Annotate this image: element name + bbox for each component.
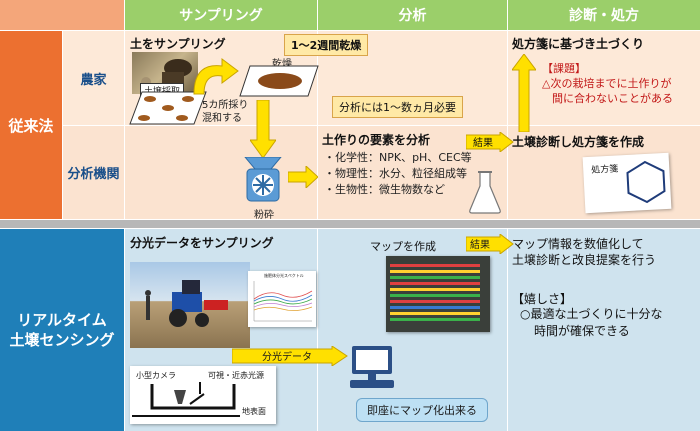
analysis-duration-callout: 分析には1～数ヵ月必要 (332, 96, 463, 118)
ground-surface-label: 地表面 (242, 407, 266, 416)
issue-title: 【課題】 (542, 62, 586, 75)
sample-soil-title: 土をサンプリング (130, 37, 226, 51)
issue-text: △次の栽培までに土作りが 間に合わないことがある (542, 76, 673, 107)
drying-tray-graphic (239, 65, 319, 97)
lab-row-label: 分析機関 (63, 126, 124, 219)
arrow-to-analysis (288, 166, 318, 188)
joy-title: 【嬉しさ】 (512, 292, 573, 306)
realtime-result-tag: 結果 (470, 240, 490, 251)
tractor-field-photo (130, 262, 250, 348)
traditional-method-label: 従来法 (0, 31, 62, 219)
five-spots-line2: 混和する (202, 112, 242, 124)
issue-line2: 間に合わないことがある (552, 92, 673, 106)
header-diagnosis: 診断・処方 (508, 0, 700, 30)
instant-map-callout: 即座にマップ化出来る (356, 398, 488, 422)
crusher-icon (244, 157, 282, 202)
digitize-line1: マップ情報を数値化して (512, 237, 644, 251)
cell-realtime-diagnosis (508, 229, 700, 431)
map-creation-title: マップを作成 (370, 240, 436, 253)
elements-analysis-title: 土作りの要素を分析 (322, 133, 431, 147)
joy-line1: ○最適な土づくりに十分な (520, 307, 663, 321)
section-divider (0, 220, 700, 228)
diagnosis-prescription-title: 土壌診断し処方箋を作成 (512, 135, 645, 149)
realtime-label-line1: リアルタイム (17, 310, 107, 329)
spectral-curves (253, 281, 313, 322)
realtime-label-line2: 土壌センシング (9, 331, 115, 349)
camera-label: 小型カメラ (136, 371, 176, 380)
sensor-housing-graphic (132, 382, 240, 417)
arrow-down-to-crusher (250, 100, 276, 159)
flask-icon (469, 171, 501, 214)
soil-map-dots (390, 264, 480, 321)
light-source-label: 可視・近赤光源 (208, 371, 264, 380)
spectral-plot-card: 施肥体分光スペクトル (248, 271, 316, 327)
arrow-up-to-prescription (512, 54, 536, 132)
lab-result-tag: 結果 (473, 138, 493, 149)
digitize-text: マップ情報を数値化して 土壌診断と改良提案を行う (512, 236, 656, 268)
five-spots-line1: 5カ所採り (202, 100, 249, 111)
analysis-elements-list: ・化学性：NPK、pH、CEC等 ・物理性：水分、粒径組成等 ・生物性：微生物数… (324, 150, 472, 198)
spectral-data-arrow (232, 346, 348, 366)
prescription-card-label: 処方箋 (591, 164, 619, 176)
joy-text: ○最適な土づくりに十分な 時間が確保できる (520, 306, 662, 340)
realtime-result-arrow (466, 234, 514, 254)
five-spots-note: 5カ所採り 混和する (202, 100, 248, 125)
cell-lab-sampling (125, 126, 317, 219)
prescription-soil-title: 処方箋に基づき土づくり (512, 37, 645, 51)
prescription-card: 処方箋 (582, 152, 672, 214)
drying-duration-callout: 1～2週間乾燥 (284, 34, 369, 56)
chemical-properties: ・化学性：NPK、pH、CEC等 (324, 151, 472, 164)
joy-line2: 時間が確保できる (534, 323, 630, 338)
digitize-line2: 土壌診断と改良提案を行う (512, 253, 657, 268)
spectral-sampling-title: 分光データをサンプリング (130, 236, 274, 250)
lab-result-arrow (466, 132, 514, 152)
biological-properties: ・生物性：微生物数など (324, 182, 445, 196)
soil-map-image (386, 256, 490, 332)
field-sampling-spots-graphic (129, 91, 207, 125)
crush-label: 粉砕 (254, 210, 274, 221)
issue-line1: △次の栽培までに土作りが (542, 77, 672, 90)
hexagon-shape (626, 160, 666, 204)
spectral-data-tag: 分光データ (262, 352, 312, 363)
cell-farmer-diagnosis (508, 31, 700, 125)
sensor-diagram: 小型カメラ 可視・近赤光源 地表面 (130, 366, 276, 424)
farmer-row-label: 農家 (63, 31, 124, 125)
realtime-sensing-label: リアルタイム 土壌センシング (0, 229, 124, 431)
header-sampling: サンプリング (125, 0, 317, 30)
header-analysis: 分析 (318, 0, 507, 30)
header-corner (0, 0, 124, 30)
dry-label: 乾燥 (272, 59, 292, 70)
curved-arrow-to-drying (193, 58, 239, 95)
spectral-plot-title: 施肥体分光スペクトル (264, 273, 304, 278)
monitor-icon (350, 346, 394, 388)
physical-properties: ・物理性：水分、粒径組成等 (324, 166, 467, 180)
